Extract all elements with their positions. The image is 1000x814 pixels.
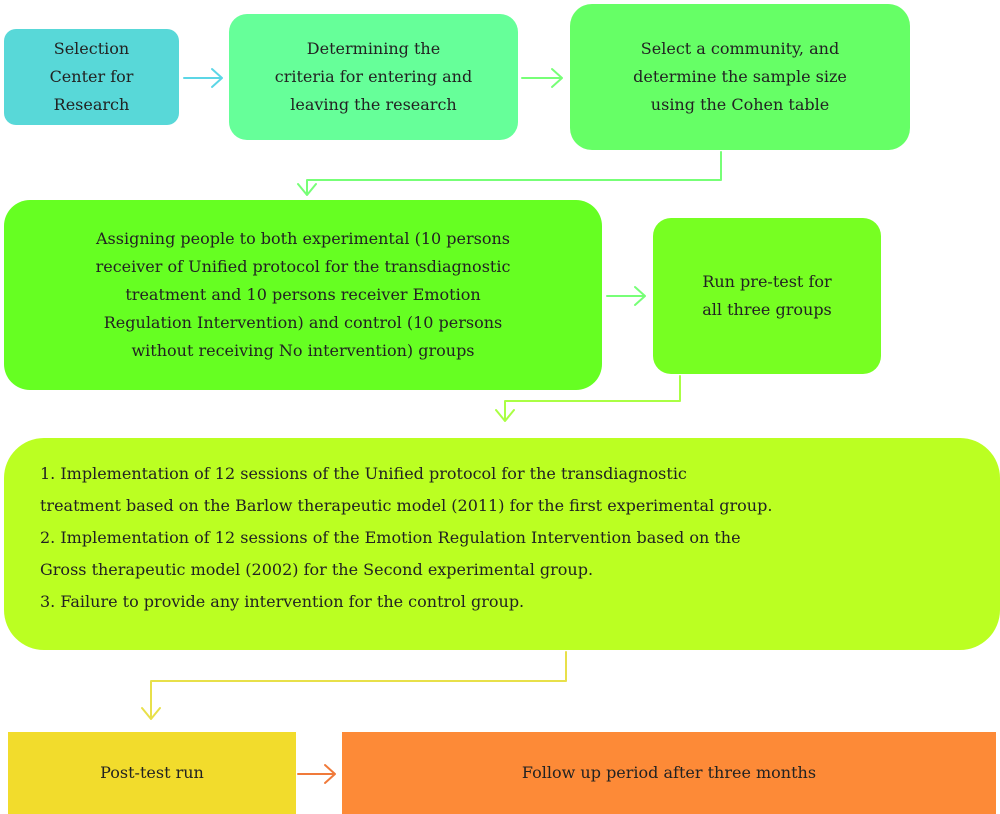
text-line: Regulation Intervention) and control (10… — [103, 313, 503, 332]
assigning-groups-box: Assigning people to both experimental (1… — [4, 200, 602, 390]
followup-label: Follow up period after three months — [521, 763, 817, 782]
criteria-text: Determining the criteria for entering an… — [275, 35, 472, 119]
arrow-assigning-to-pretest — [606, 286, 646, 306]
text-line: without receiving No intervention) group… — [131, 341, 475, 360]
text-line: treatment based on the Barlow therapeuti… — [40, 496, 773, 515]
text-line: using the Cohen table — [650, 95, 830, 114]
text-line: Run pre-test for — [702, 272, 832, 291]
implementation-box: 1. Implementation of 12 sessions of the … — [4, 438, 1000, 650]
text-line: receiver of Unified protocol for the tra… — [95, 257, 511, 276]
arrow-criteria-to-community — [521, 68, 563, 88]
text-line: Selection — [53, 39, 130, 58]
text-line: determine the sample size — [633, 67, 847, 86]
posttest-label: Post-test run — [100, 763, 204, 782]
text-line: Research — [53, 95, 130, 114]
pretest-text: Run pre-test for all three groups — [702, 268, 832, 324]
text-line: Select a community, and — [640, 39, 840, 58]
text-line: Gross therapeutic model (2002) for the S… — [40, 560, 594, 579]
text-line: 1. Implementation of 12 sessions of the … — [40, 464, 687, 483]
arrow-community-to-assigning — [297, 151, 722, 196]
text-line: Assigning people to both experimental (1… — [96, 229, 510, 248]
text-line: Determining the — [306, 39, 441, 58]
text-line: all three groups — [702, 300, 832, 319]
community-sample-box: Select a community, and determine the sa… — [570, 4, 910, 150]
arrow-posttest-to-followup — [297, 764, 336, 784]
posttest-box: Post-test run — [8, 732, 296, 814]
arrow-implementation-to-posttest — [141, 651, 567, 720]
text-line: 3. Failure to provide any intervention f… — [40, 592, 525, 611]
text-line: 2. Implementation of 12 sessions of the … — [40, 528, 741, 547]
text-line: treatment and 10 persons receiver Emotio… — [125, 285, 481, 304]
implementation-text: 1. Implementation of 12 sessions of the … — [40, 458, 772, 618]
followup-box: Follow up period after three months — [342, 732, 996, 814]
criteria-box: Determining the criteria for entering an… — [229, 14, 518, 140]
arrow-selection-to-criteria — [183, 68, 223, 88]
pretest-box: Run pre-test for all three groups — [653, 218, 881, 374]
text-line: criteria for entering and — [274, 67, 473, 86]
selection-center-box: Selection Center for Research — [4, 29, 179, 125]
selection-center-text: Selection Center for Research — [50, 35, 134, 119]
text-line: Center for — [49, 67, 134, 86]
community-sample-text: Select a community, and determine the sa… — [633, 35, 847, 119]
text-line: leaving the research — [290, 95, 457, 114]
assigning-groups-text: Assigning people to both experimental (1… — [96, 225, 511, 365]
